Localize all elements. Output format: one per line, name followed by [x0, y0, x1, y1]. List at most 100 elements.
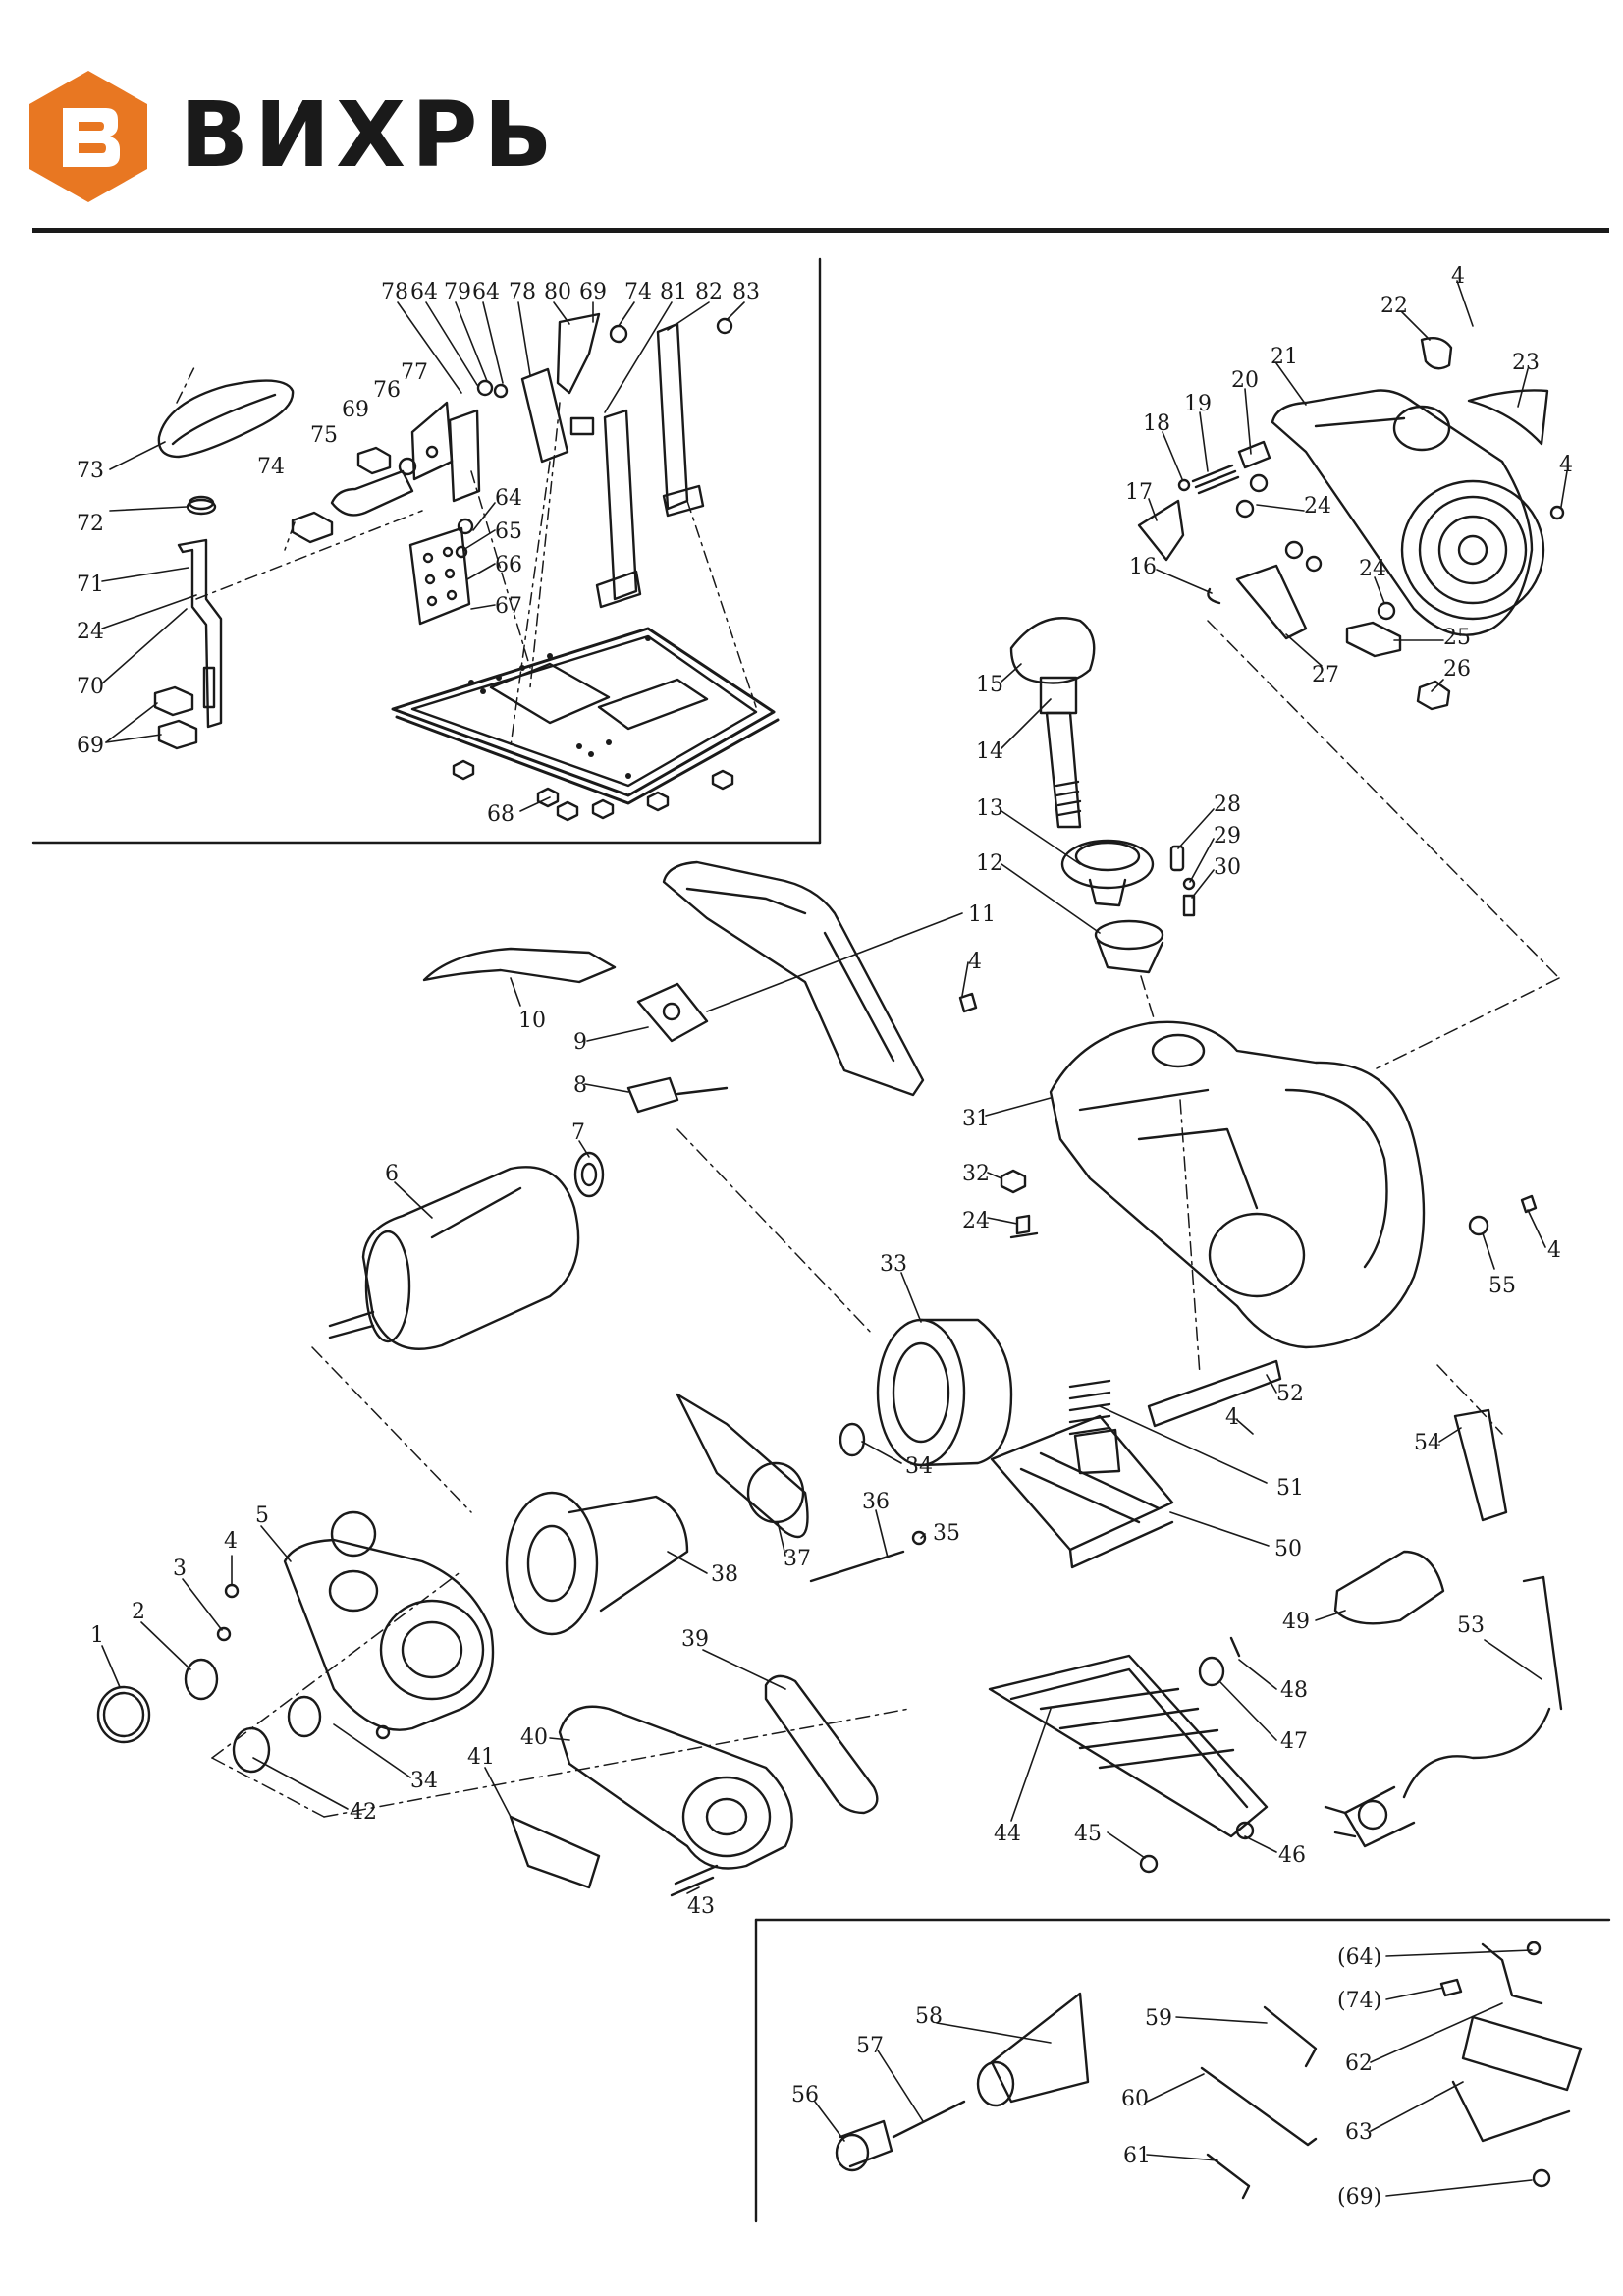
label-81: 81: [660, 280, 687, 304]
stand-dash-lines: [176, 362, 757, 747]
label-58: 58: [915, 2004, 943, 2029]
label-78: 78: [509, 280, 536, 304]
label-38: 38: [711, 1562, 738, 1587]
label-61: 61: [1123, 2144, 1151, 2168]
stand-bracket-70: [177, 538, 223, 729]
plate-41: [509, 1815, 601, 1889]
cup-12: [1094, 919, 1164, 974]
stand-base-plate: [391, 627, 780, 805]
switch-9: [636, 982, 709, 1043]
label-17: 17: [1125, 480, 1153, 505]
label-45: 45: [1074, 1822, 1102, 1846]
blade-guard-cover-23: [1467, 389, 1549, 446]
label-72: 72: [77, 512, 104, 536]
label-68: 68: [487, 802, 514, 827]
label-67: 67: [495, 594, 522, 619]
header-rule: [32, 228, 1609, 233]
label-44: 44: [994, 1822, 1021, 1846]
label-22: 22: [1380, 294, 1408, 318]
field-coil-33: [876, 1318, 1013, 1467]
brand-logo-hexagon: [29, 71, 147, 202]
logo-letter-shape: [63, 108, 120, 167]
stand-spring-72: [186, 495, 217, 516]
label-42: 42: [350, 1800, 377, 1825]
base-plate-holes: [468, 635, 651, 779]
label-55: 55: [1488, 1274, 1516, 1298]
stand-clip-74: [291, 511, 334, 544]
label-66: 66: [495, 553, 522, 577]
knob-15: [1009, 617, 1096, 684]
assembly-lines: [211, 620, 1560, 1818]
label-13: 13: [976, 796, 1003, 821]
label-39: 39: [681, 1627, 709, 1652]
label-65: 65: [495, 519, 522, 544]
blade-guard-clamp-25-26: [1345, 621, 1451, 711]
label-48: 48: [1280, 1678, 1308, 1703]
label-37: 37: [784, 1547, 811, 1571]
blade-10: [422, 947, 617, 984]
label-24: 24: [1304, 494, 1331, 519]
label-7: 7: [571, 1121, 585, 1145]
blade-guard-spring-19-20: [1177, 440, 1271, 495]
base-plate-44: [988, 1654, 1269, 1838]
bearing-7: [573, 1151, 605, 1198]
label-34: 34: [905, 1454, 933, 1479]
label-69: 69: [579, 280, 607, 304]
label-11: 11: [968, 902, 996, 927]
belt-cover-40: [558, 1705, 793, 1870]
label-75: 75: [310, 423, 338, 448]
label-3: 3: [173, 1557, 187, 1581]
label-53: 53: [1457, 1613, 1485, 1638]
label-24: 24: [77, 620, 104, 644]
label-4: 4: [1559, 453, 1573, 477]
label-57: 57: [856, 2034, 884, 2058]
screws-4-55: [958, 992, 1538, 1236]
label-50: 50: [1274, 1537, 1302, 1561]
label-26: 26: [1443, 657, 1471, 682]
contact-8: [626, 1076, 729, 1114]
label-54: 54: [1414, 1431, 1441, 1455]
label-30: 30: [1214, 855, 1241, 880]
pulley-1-2-3-4: [96, 1583, 240, 1744]
gear-13: [1060, 839, 1155, 907]
pins-28-29-30: [1169, 845, 1196, 917]
label-5: 5: [255, 1503, 269, 1528]
label-14: 14: [976, 739, 1003, 764]
label-74: 74: [624, 280, 652, 304]
blade-guard-lever-17: [1137, 499, 1185, 562]
stand-arm-73: [157, 379, 295, 459]
handle-11: [662, 860, 925, 1097]
belt-39: [764, 1674, 879, 1815]
label-32: 32: [962, 1162, 990, 1186]
label-41: 41: [467, 1745, 495, 1770]
label-43: 43: [687, 1894, 715, 1919]
label-36: 36: [862, 1490, 890, 1514]
label-25: 25: [1443, 626, 1471, 650]
label-(64): (64): [1337, 1945, 1381, 1970]
label-64: 64: [495, 486, 522, 511]
label-23: 23: [1512, 351, 1540, 375]
label-60: 60: [1121, 2087, 1149, 2111]
label-80: 80: [544, 280, 571, 304]
label-46: 46: [1278, 1843, 1306, 1868]
label-4: 4: [968, 950, 982, 974]
label-73: 73: [77, 459, 104, 483]
hex-keys-59-60-61: [1200, 2005, 1318, 2200]
label-63: 63: [1345, 2120, 1373, 2145]
label-33: 33: [880, 1252, 907, 1277]
label-47: 47: [1280, 1729, 1308, 1754]
sleeve-54: [1453, 1408, 1508, 1522]
blade-guard-bracket-16-27: [1207, 564, 1308, 640]
label-59: 59: [1145, 2006, 1172, 2031]
stand-bracket-80: [556, 312, 601, 395]
spring-51: [1068, 1379, 1111, 1436]
label-69: 69: [77, 734, 104, 758]
label-2: 2: [132, 1600, 145, 1624]
label-40: 40: [520, 1725, 548, 1750]
blade-guard-nuts-24: [1235, 473, 1565, 621]
stand-clips-69: [153, 446, 392, 750]
bolt-24: [1009, 1214, 1039, 1239]
label-52: 52: [1276, 1382, 1304, 1406]
label-64: 64: [472, 280, 500, 304]
dust-port-56-58: [835, 1992, 1090, 2172]
